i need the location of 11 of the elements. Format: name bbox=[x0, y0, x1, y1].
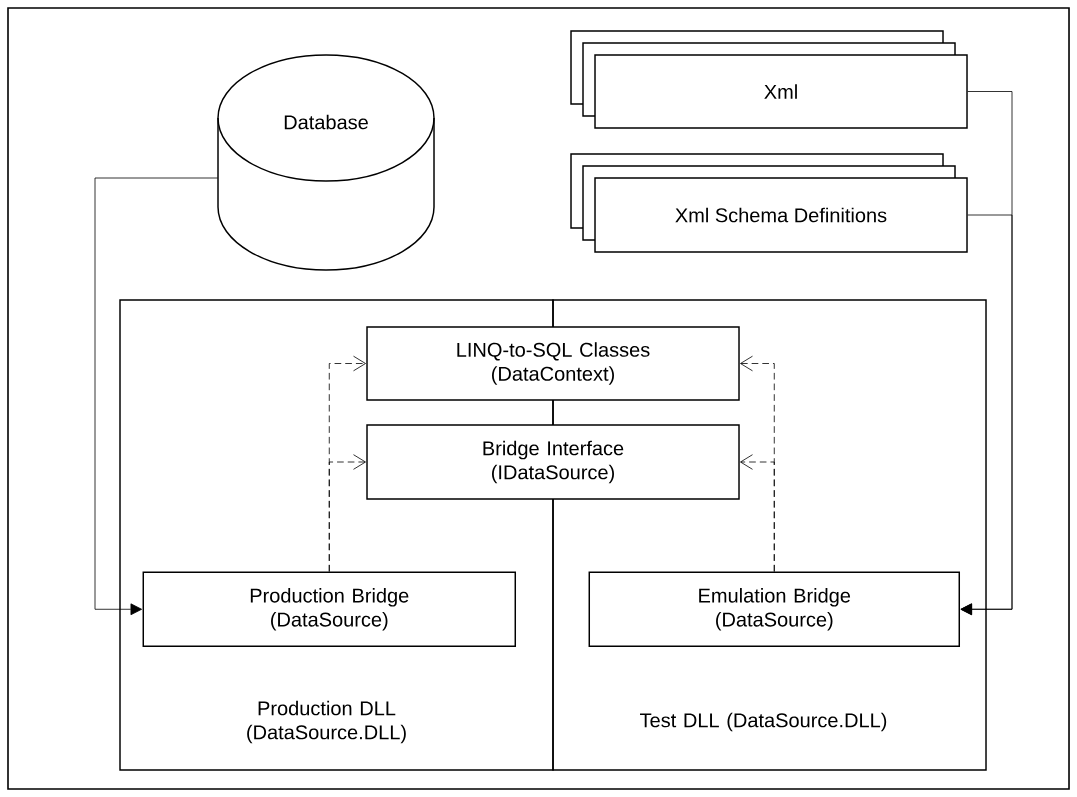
database-cylinder: Database bbox=[217, 54, 435, 271]
arrow bbox=[740, 454, 775, 572]
document-stack: Xml Schema Definitions bbox=[570, 153, 968, 253]
class-box: Bridge Interface (IDataSource) bbox=[366, 424, 740, 500]
class-box: Emulation Bridge (DataSource) bbox=[588, 571, 960, 647]
class-box: Production Bridge (DataSource) bbox=[142, 571, 516, 647]
arrow bbox=[328, 454, 366, 572]
document-stack: Xml bbox=[570, 30, 968, 129]
class-box: LINQ-to-SQL Classes (DataContext) bbox=[366, 326, 740, 401]
arrow bbox=[960, 214, 1013, 616]
arrow bbox=[94, 177, 219, 616]
